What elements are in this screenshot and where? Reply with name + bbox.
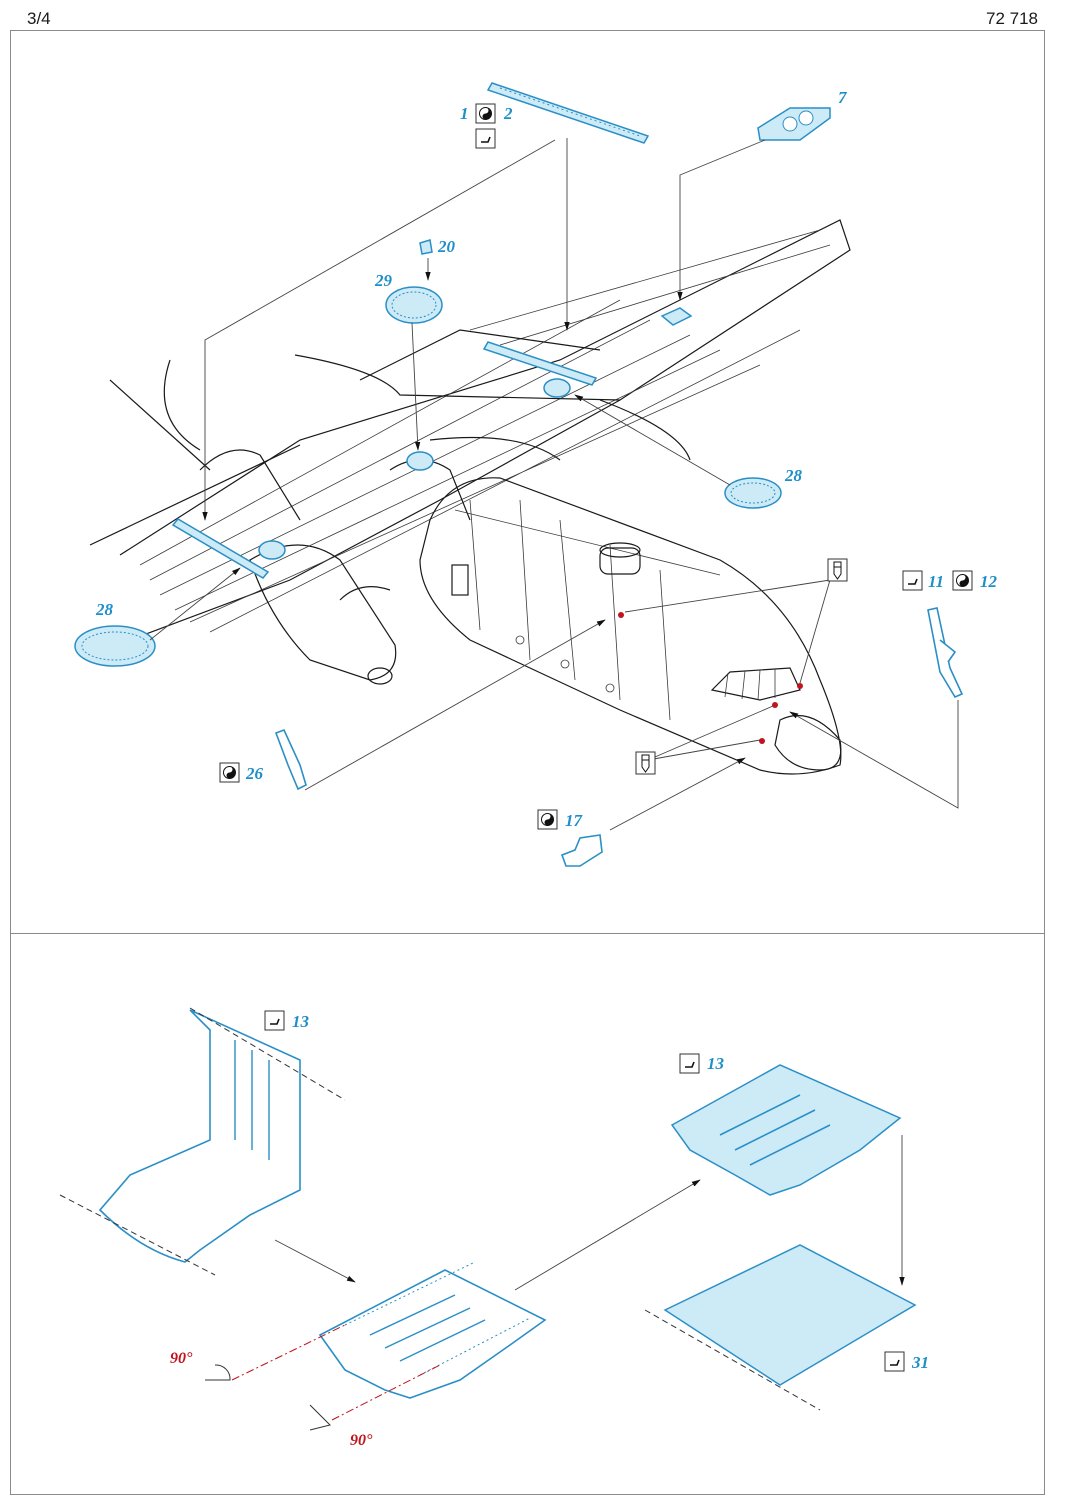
callout-31: 31 [911,1353,929,1372]
callout-1: 1 [460,104,469,123]
yin-yang-icon-4 [537,809,558,830]
callout-28-right: 28 [784,466,803,485]
kit-number: 72 718 [986,9,1038,28]
callout-13-right: 13 [707,1054,725,1073]
section-divider [10,933,1045,934]
floor-part-formed [670,1064,902,1196]
part-28-disc-left [74,625,156,667]
page-number: 3/4 [27,9,51,28]
yin-yang-icon-2 [952,570,973,591]
floor-part-clear [663,1244,917,1386]
wing-strip-part-left [171,518,270,579]
callouts-bottom: 13 13 31 90° 90° [170,1010,929,1449]
paint-tube-icon [827,558,848,582]
callout-20: 20 [437,237,456,256]
yin-yang-icon [475,103,496,124]
bend-icon-4 [679,1053,700,1074]
yin-yang-icon-3 [219,762,240,783]
floor-part-flat [318,1269,547,1399]
callout-13-left: 13 [292,1012,310,1031]
wing-disc-part-3 [258,540,286,560]
callouts-top: 1 2 7 20 29 28 28 11 12 26 17 [95,88,998,830]
callout-17: 17 [565,811,584,830]
callout-29: 29 [374,271,393,290]
angle-label-1: 90° [170,1350,193,1367]
leader-lines-top [149,138,959,831]
part-20 [419,239,433,255]
aircraft-drawing [89,219,851,775]
callout-7: 7 [838,88,848,107]
callout-2: 2 [503,104,513,123]
floor-part-folded [98,1009,301,1263]
part-17-bracket [560,834,603,867]
bend-icon-3 [264,1010,285,1031]
wing-disc-part-2 [406,451,434,471]
page-frame [10,30,1045,1495]
part-29-disc [385,286,443,324]
cargo-floor-sequence [59,1007,917,1431]
angle-label-2: 90° [350,1432,373,1449]
callout-26: 26 [245,764,264,783]
part-26-bracket [274,728,307,791]
wing-strip-part [482,341,598,386]
part-1-2-strip [486,82,650,144]
callout-11: 11 [928,572,944,591]
callout-28-left: 28 [95,600,114,619]
callout-12: 12 [980,572,998,591]
bend-icon-5 [884,1351,905,1372]
wing-disc-part [543,378,571,398]
paint-tube-icon-2 [635,751,656,775]
bend-icon [475,128,496,149]
bend-icon-2 [902,570,923,591]
wing-plate-small [660,307,693,326]
